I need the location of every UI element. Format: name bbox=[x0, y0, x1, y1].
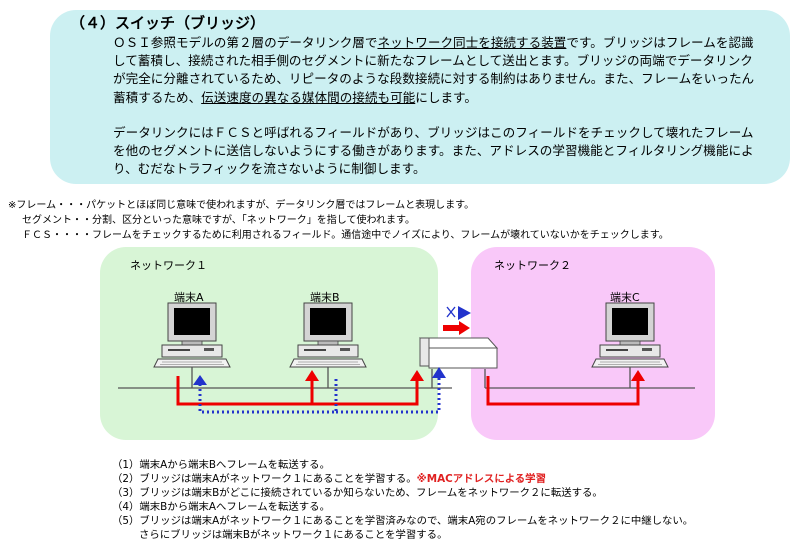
network1-area bbox=[100, 247, 438, 440]
terminal-b-computer-icon bbox=[289, 302, 367, 368]
step-2: （2）ブリッジは端末Aがネットワーク１にあることを学習する。※MACアドレスによ… bbox=[112, 470, 546, 485]
blue-arrowhead-a bbox=[193, 375, 207, 385]
para1-underline-1: ネットワーク同士を接続する装置 bbox=[377, 35, 567, 50]
red-frame-path-1 bbox=[176, 376, 314, 406]
network2-area bbox=[471, 247, 715, 440]
footnote-frame: ※フレーム・・・パケットとほぼ同じ意味で使われますが、データリンク層ではフレーム… bbox=[8, 200, 475, 211]
step-5-continued: さらにブリッジは端末Bがネットワーク１にあることを学習する。 bbox=[139, 529, 448, 541]
para1-text-3: にします。 bbox=[415, 89, 477, 105]
blue-frame-path-bridge bbox=[336, 376, 441, 414]
network2-label: ネットワーク２ bbox=[494, 259, 571, 272]
step-2-note: ※MACアドレスによる学習 bbox=[416, 473, 546, 485]
step-1: （1）端末Aから端末Bへフレームを転送する。 bbox=[112, 459, 330, 471]
footnote-segment: セグメント・・分割、区分といった意味ですが、「ネットワーク」を指して使われます。 bbox=[22, 215, 415, 226]
forward-frame-arrow-icon bbox=[443, 321, 470, 335]
red-frame-path-net2 bbox=[486, 376, 640, 406]
bridge-device-icon bbox=[418, 337, 499, 369]
terminal-a-label: 端末A bbox=[174, 291, 204, 304]
red-arrowhead-bridge bbox=[410, 370, 424, 381]
para1-text-2: です。ブリッジはフレームを認識して蓄積し、接続された相手側のセグメントに新たなフ… bbox=[113, 35, 755, 105]
red-frame-path-2 bbox=[312, 380, 419, 406]
terminal-c-label: 端末C bbox=[610, 291, 640, 304]
terminal-b-label: 端末B bbox=[310, 291, 340, 304]
blue-frame-path bbox=[198, 378, 338, 414]
red-arrowhead-c bbox=[631, 370, 645, 381]
terminal-a-computer-icon bbox=[153, 302, 231, 368]
para1-text-1: ＯＳＩ参照モデルの第２層のデータリンク層で bbox=[113, 35, 378, 50]
step-4: （4）端末Bから端末Aへフレームを転送する。 bbox=[112, 501, 330, 513]
red-arrowhead-b bbox=[305, 370, 319, 381]
paragraph-bridge-overview: ＯＳＩ参照モデルの第２層のデータリンク層でネットワーク同士を接続する装置です。ブ… bbox=[113, 34, 765, 107]
terminal-c-computer-icon bbox=[591, 302, 669, 368]
blocked-frame-icon bbox=[446, 306, 471, 320]
step-2-text: （2）ブリッジは端末Aがネットワーク１にあることを学習する。 bbox=[112, 473, 417, 485]
step-3: （3）ブリッジは端末Bがどこに接続されているか知らないため、フレームをネットワー… bbox=[112, 487, 603, 499]
para1-underline-2: 伝送速度の異なる媒体間の接続も可能 bbox=[201, 89, 416, 105]
step-5: （5）ブリッジは端末Aがネットワーク１にあることを学習済みなので、端末A宛のフレ… bbox=[112, 515, 694, 527]
blue-arrowhead-bridge bbox=[432, 367, 446, 378]
paragraph-fcs: データリンクにはＦＣＳと呼ばれるフィールドがあり、ブリッジはこのフィールドをチェ… bbox=[113, 125, 754, 177]
network1-label: ネットワーク１ bbox=[130, 259, 207, 272]
explanation-box bbox=[50, 10, 790, 184]
section-title: （４）スイッチ（ブリッジ） bbox=[70, 14, 266, 32]
footnote-fcs: ＦＣＳ・・・・フレームをチェックするために利用されるフィールド。通信途中でノイズ… bbox=[22, 230, 669, 241]
